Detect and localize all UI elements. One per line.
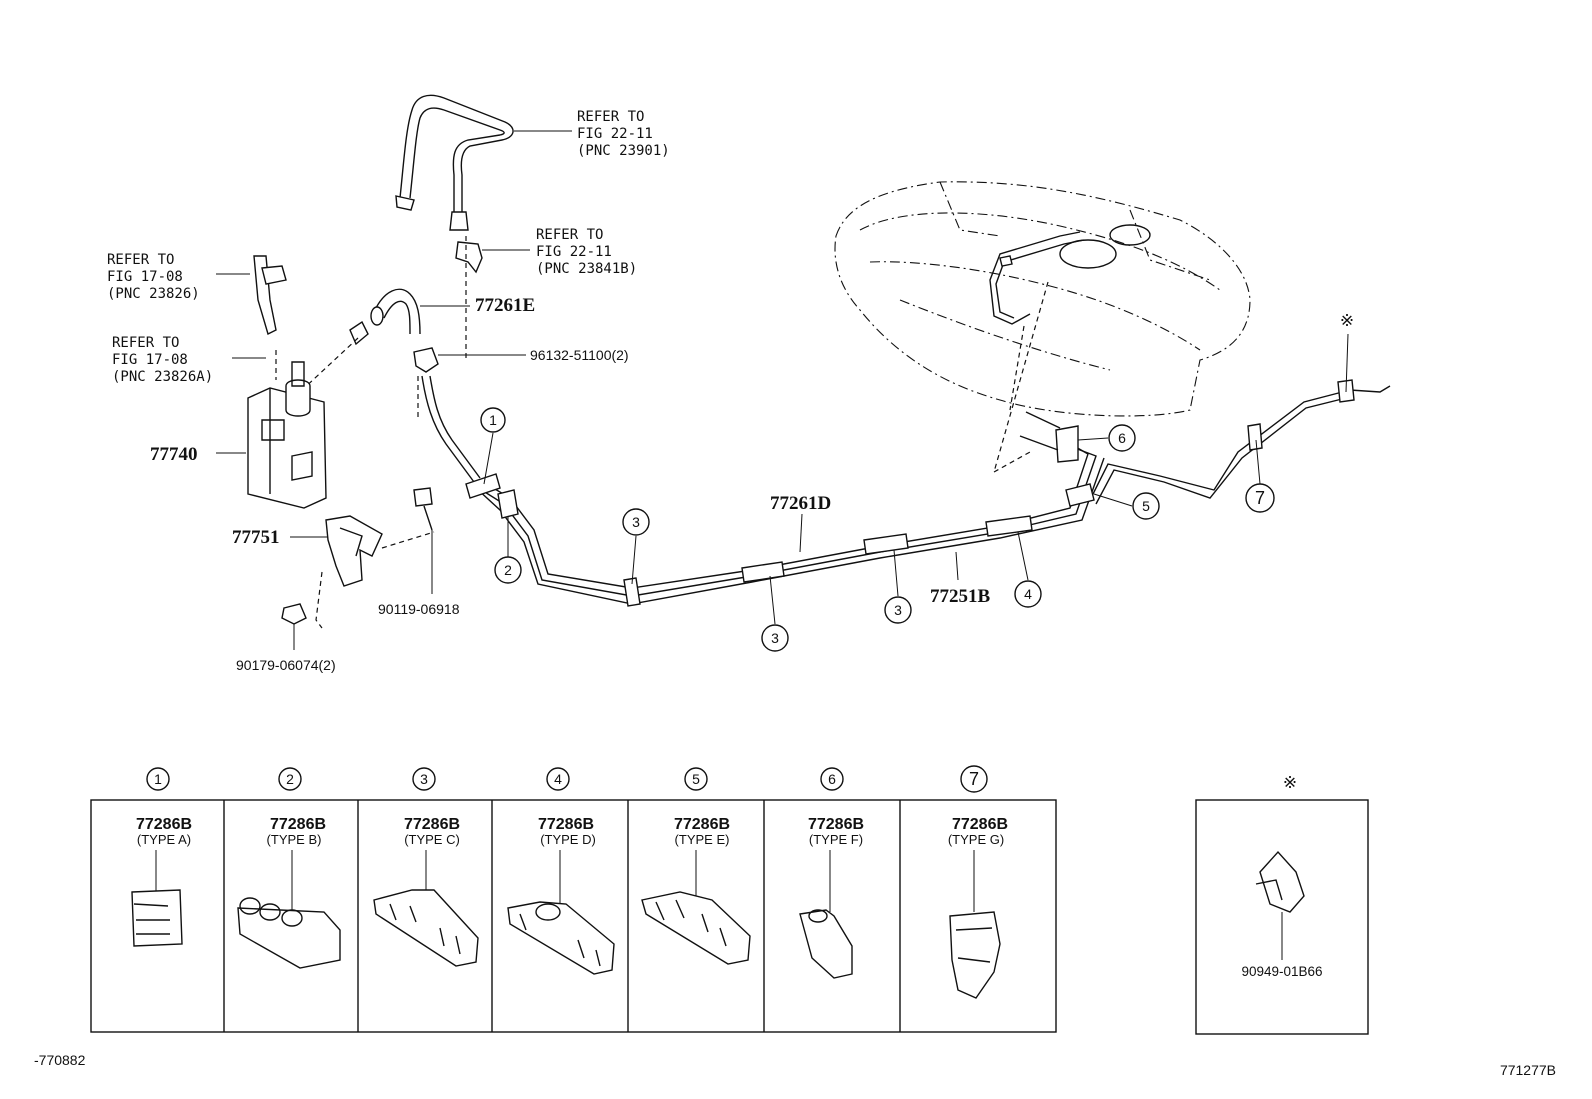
svg-text:(TYPE C): (TYPE C) (404, 832, 460, 847)
svg-text:REFER TO: REFER TO (536, 227, 603, 243)
svg-text:5: 5 (1142, 498, 1150, 514)
footer-right: 771277B (1500, 1062, 1556, 1078)
clamp-type-b: 2 77286B (TYPE B) (237, 767, 341, 969)
callout-3b: 3 (761, 575, 789, 652)
label-90179: 90179-06074(2) (236, 657, 336, 673)
fuel-tank (834, 181, 1251, 473)
label-77261e: 77261E (475, 295, 535, 316)
callout-2: 2 (494, 516, 522, 584)
clamp-type-c: 3 77286B (TYPE C) (373, 767, 479, 967)
svg-text:1: 1 (489, 412, 497, 428)
callout-3a: 3 (622, 508, 650, 585)
bolt-90119 (413, 487, 433, 594)
svg-text:77286B: 77286B (808, 816, 864, 833)
callout-6: 6 (1077, 424, 1136, 452)
svg-text:(TYPE A): (TYPE A) (137, 832, 191, 847)
clamp-type-f: 6 77286B (TYPE F) (799, 767, 864, 979)
svg-text:(TYPE F): (TYPE F) (809, 832, 863, 847)
svg-text:3: 3 (420, 771, 428, 787)
svg-text:4: 4 (554, 771, 562, 787)
svg-text:REFER TO: REFER TO (577, 109, 644, 125)
svg-text:(PNC 23826): (PNC 23826) (107, 286, 200, 302)
asterisk-marker: ※ (1340, 311, 1354, 393)
svg-text:(TYPE G): (TYPE G) (948, 832, 1004, 847)
svg-text:77286B: 77286B (270, 816, 326, 833)
ref-23901: REFER TO FIG 22-11 (PNC 23901) (577, 109, 670, 159)
svg-text:3: 3 (632, 514, 640, 530)
svg-text:3: 3 (771, 630, 779, 646)
svg-text:※: ※ (1283, 773, 1297, 792)
svg-text:(TYPE E): (TYPE E) (675, 832, 730, 847)
label-77751: 77751 (232, 527, 280, 548)
footer-left: -770882 (34, 1052, 86, 1068)
ref-23826a: REFER TO FIG 17-08 (PNC 23826A) (112, 335, 213, 385)
svg-text:7: 7 (1255, 488, 1265, 508)
small-clip (349, 320, 369, 346)
svg-text:77286B: 77286B (404, 816, 460, 833)
svg-text:2: 2 (504, 562, 512, 578)
svg-text:(PNC 23901): (PNC 23901) (577, 143, 670, 159)
svg-text:FIG 22-11: FIG 22-11 (536, 244, 612, 260)
ref-23826: REFER TO FIG 17-08 (PNC 23826) (107, 252, 200, 302)
clip-96132 (413, 347, 526, 373)
hose-clip-23841b (455, 241, 530, 274)
ref-23841b: REFER TO FIG 22-11 (PNC 23841B) (536, 227, 637, 277)
svg-text:(PNC 23826A): (PNC 23826A) (112, 369, 213, 385)
clamp-type-e: 5 77286B (TYPE E) (641, 767, 751, 965)
label-96132: 96132-51100(2) (530, 347, 629, 363)
svg-text:(TYPE B): (TYPE B) (267, 832, 322, 847)
extra-part-box: ※ 90949-01B66 (1195, 773, 1369, 1035)
svg-text:77286B: 77286B (538, 816, 594, 833)
nut-90179 (281, 603, 307, 650)
svg-text:FIG 17-08: FIG 17-08 (112, 352, 188, 368)
svg-text:6: 6 (828, 771, 836, 787)
label-77740: 77740 (150, 444, 198, 465)
fuel-hose-23901 (395, 94, 514, 231)
label-77261d: 77261D (770, 493, 831, 514)
svg-text:1: 1 (154, 771, 162, 787)
label-90949: 90949-01B66 (1241, 964, 1322, 979)
clamp-table (90, 799, 1057, 1033)
hose-77261e (370, 288, 470, 335)
clamp-type-d: 4 77286B (TYPE D) (507, 767, 615, 975)
svg-text:77286B: 77286B (952, 816, 1008, 833)
label-77251b: 77251B (930, 586, 991, 607)
svg-text:77286B: 77286B (136, 816, 192, 833)
label-90119: 90119-06918 (378, 601, 460, 617)
svg-text:(TYPE D): (TYPE D) (540, 832, 596, 847)
callout-4: 4 (1014, 531, 1042, 608)
callout-3c: 3 (884, 549, 912, 624)
svg-text:4: 4 (1024, 586, 1032, 602)
svg-text:REFER TO: REFER TO (112, 335, 179, 351)
clamp-type-g: 7 77286B (TYPE G) (948, 765, 1008, 999)
svg-text:2: 2 (286, 771, 294, 787)
callout-5: 5 (1093, 492, 1160, 520)
tube-clamps (465, 379, 1355, 607)
svg-text:REFER TO: REFER TO (107, 252, 174, 268)
svg-text:77286B: 77286B (674, 816, 730, 833)
svg-text:7: 7 (969, 769, 979, 789)
charcoal-canister-77740 (247, 255, 327, 509)
svg-text:FIG 17-08: FIG 17-08 (107, 269, 183, 285)
svg-text:3: 3 (894, 602, 902, 618)
callout-1: 1 (480, 407, 506, 485)
svg-text:(PNC 23841B): (PNC 23841B) (536, 261, 637, 277)
callout-7: 7 (1245, 439, 1275, 513)
svg-text:※: ※ (1340, 311, 1354, 330)
svg-text:5: 5 (692, 771, 700, 787)
bracket-77751 (325, 515, 383, 587)
svg-text:FIG 22-11: FIG 22-11 (577, 126, 653, 142)
clamp-type-a: 1 77286B (TYPE A) (131, 767, 192, 947)
svg-text:6: 6 (1118, 430, 1126, 446)
